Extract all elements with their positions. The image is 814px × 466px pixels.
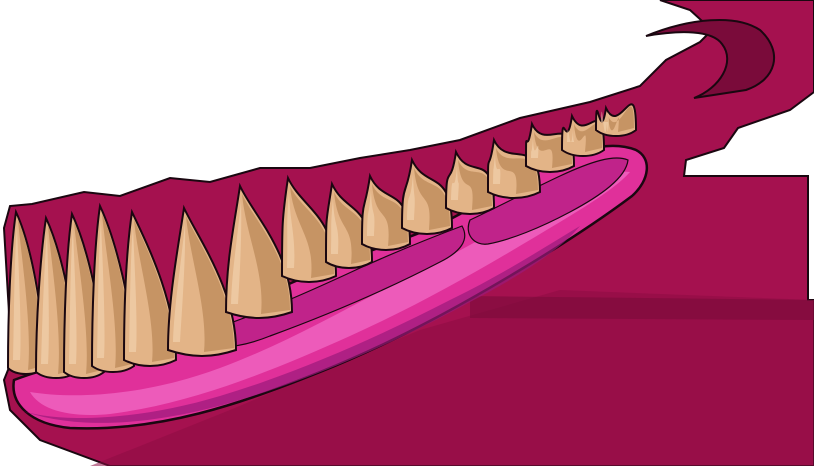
tooth-highlight — [97, 220, 105, 358]
tooth-highlight — [13, 226, 21, 360]
tooth-highlight — [451, 166, 459, 200]
tooth-shadow — [458, 160, 492, 210]
tooth-shadow — [242, 194, 290, 314]
tooth — [560, 112, 606, 157]
tooth-highlight — [367, 190, 375, 236]
tooth-shadow — [334, 192, 370, 264]
tooth-highlight — [331, 198, 339, 254]
jaw-hook — [645, 18, 776, 99]
tooth-highlight — [129, 226, 137, 352]
tooth-shadow — [372, 184, 408, 246]
teeth — [6, 103, 638, 379]
tooth-shadow — [186, 216, 234, 352]
tooth — [224, 182, 294, 319]
tooth — [444, 148, 496, 215]
gum-ridge-back — [467, 157, 629, 245]
tooth-highlight — [231, 200, 242, 304]
tooth — [360, 172, 412, 251]
tooth-highlight — [407, 174, 415, 220]
tooth-highlight — [601, 111, 609, 133]
tooth-shadow — [134, 220, 174, 362]
tooth-shadow — [290, 186, 334, 278]
tooth-highlight — [173, 222, 186, 342]
tooth — [166, 204, 238, 357]
tooth — [324, 180, 374, 269]
tooth-highlight — [69, 228, 77, 364]
tooth-highlight — [287, 192, 295, 268]
jaw-shadow — [90, 290, 814, 466]
tooth-highlight — [41, 232, 49, 364]
tooth — [280, 174, 338, 283]
tooth-highlight — [531, 138, 539, 158]
tooth-shadow — [414, 168, 450, 230]
tooth-shadow — [574, 123, 602, 152]
tooth — [594, 103, 638, 137]
jaw-shadow-band — [470, 296, 814, 320]
tooth — [400, 156, 454, 235]
tooth-highlight — [493, 154, 501, 184]
tooth — [486, 136, 542, 199]
tooth — [122, 208, 178, 367]
tooth-shadow — [608, 106, 634, 132]
tooth-highlight — [567, 130, 575, 142]
tooth-shadow — [496, 148, 538, 194]
